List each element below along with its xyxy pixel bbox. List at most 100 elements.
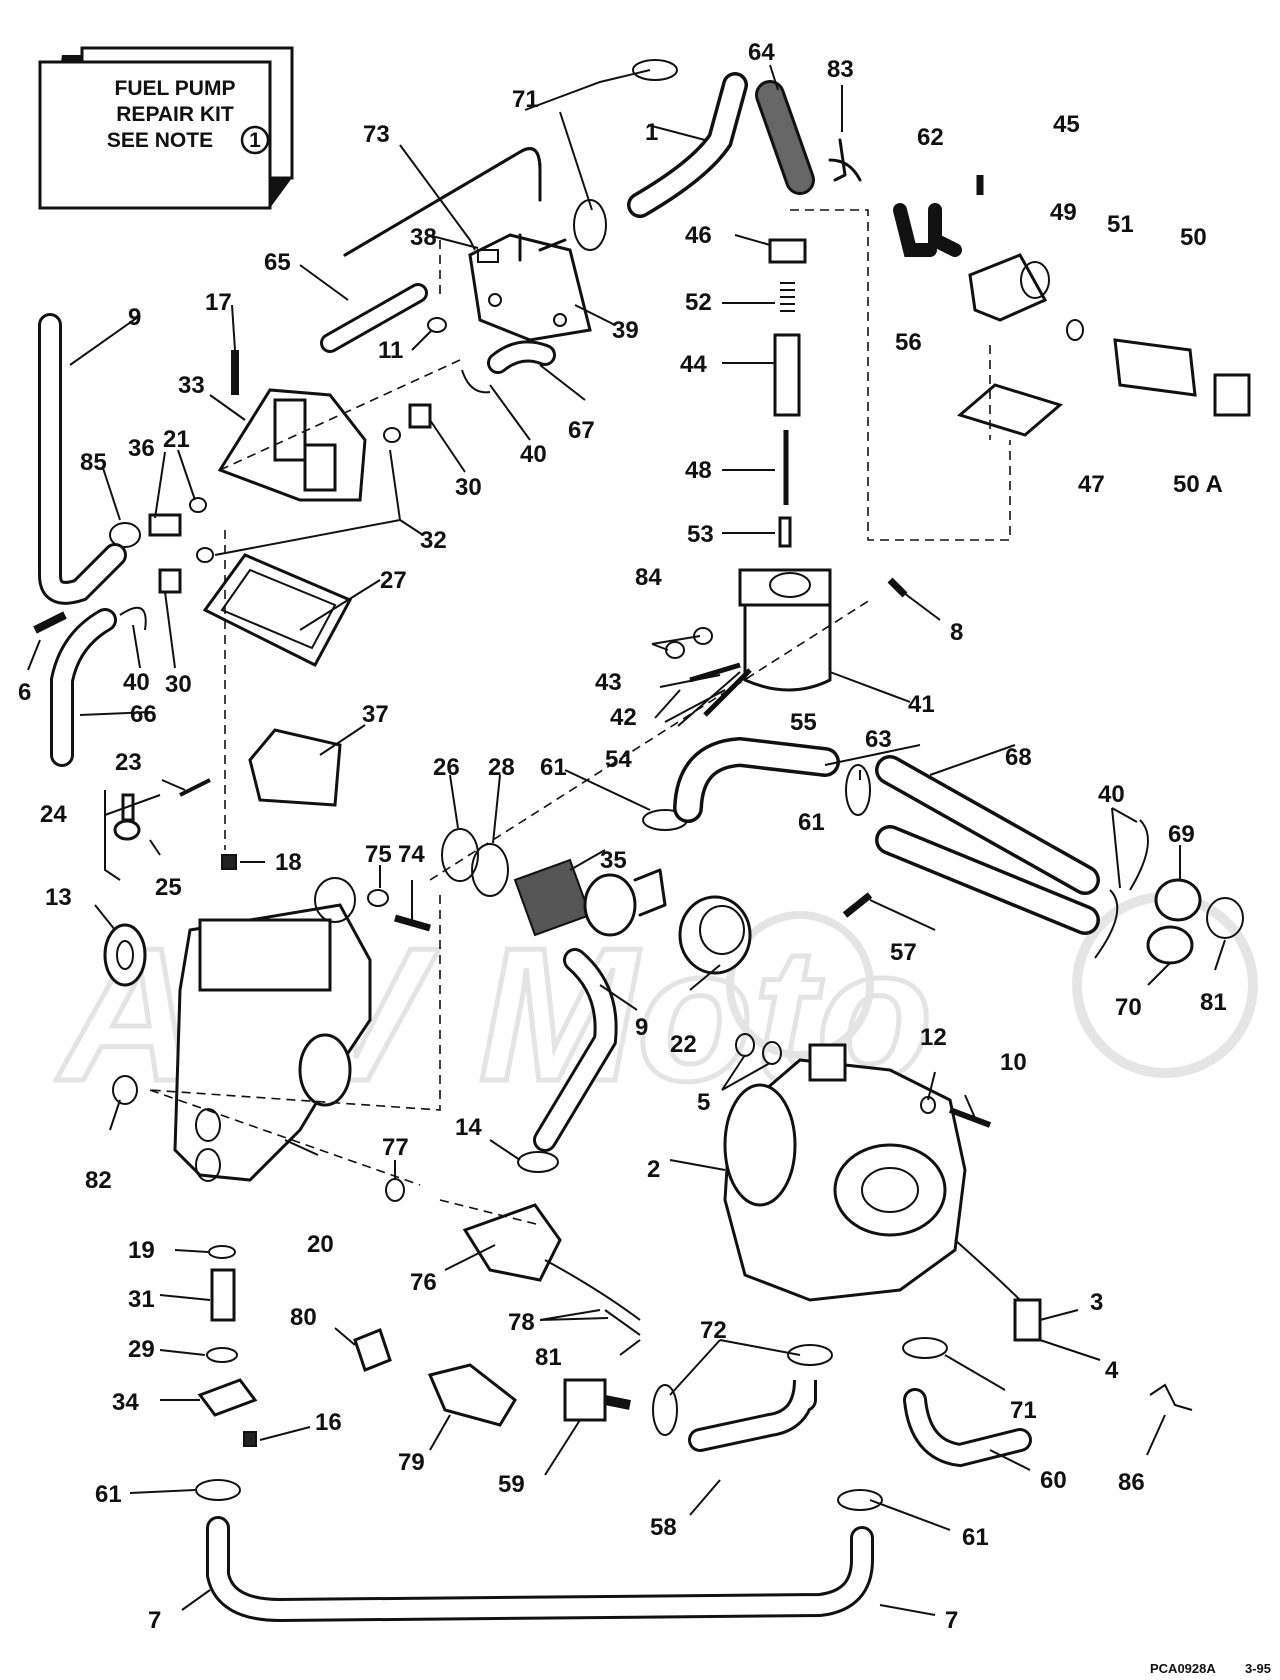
- callout-59: 59: [498, 1471, 525, 1498]
- callout-57: 57: [890, 939, 917, 966]
- callout-7-right: 7: [945, 1607, 958, 1634]
- callout-13: 13: [45, 884, 72, 911]
- callout-29: 29: [128, 1336, 155, 1363]
- callout-48: 48: [685, 457, 712, 484]
- callout-9-left: 9: [128, 304, 141, 331]
- parts-drawing: [33, 59, 1251, 1623]
- callout-51: 51: [1107, 211, 1134, 238]
- callout-9-center: 9: [635, 1014, 648, 1041]
- callout-10: 10: [1000, 1049, 1027, 1076]
- callout-14: 14: [455, 1114, 482, 1141]
- callout-66: 66: [130, 701, 157, 728]
- callout-63: 63: [865, 726, 892, 753]
- callout-7-left: 7: [148, 1607, 161, 1634]
- callout-39: 39: [612, 317, 639, 344]
- callout-18: 18: [275, 849, 302, 876]
- callout-70: 70: [1115, 994, 1142, 1021]
- callout-65: 65: [264, 249, 291, 276]
- drawing-code-text: PCA0928A: [1150, 1661, 1216, 1676]
- callout-79: 79: [398, 1449, 425, 1476]
- callout-76: 76: [410, 1269, 437, 1296]
- callout-83: 83: [827, 56, 854, 83]
- leader-lines: [27, 64, 1226, 1616]
- callout-47: 47: [1078, 471, 1105, 498]
- callout-34: 34: [112, 1389, 139, 1416]
- callout-77: 77: [382, 1134, 409, 1161]
- callout-45: 45: [1053, 111, 1080, 138]
- part-callouts: 1 2 3 4 5 6 7 7 8 9 9 10 11 12 13 14 16 …: [18, 39, 1227, 1634]
- callout-64: 64: [748, 39, 775, 66]
- callout-27: 27: [380, 567, 407, 594]
- callout-4: 4: [1105, 1357, 1119, 1384]
- callout-41: 41: [908, 691, 935, 718]
- callout-72: 72: [700, 1317, 727, 1344]
- callout-62: 62: [917, 124, 944, 151]
- callout-81-right: 81: [1200, 989, 1227, 1016]
- callout-17: 17: [205, 289, 232, 316]
- callout-49: 49: [1050, 199, 1077, 226]
- drawing-code: PCA0928A 3-95: [1150, 1661, 1271, 1676]
- callout-55: 55: [790, 709, 817, 736]
- callout-53: 53: [687, 521, 714, 548]
- callout-20: 20: [307, 1231, 334, 1258]
- callout-50A: 50 A: [1173, 471, 1223, 498]
- callout-52: 52: [685, 289, 712, 316]
- callout-2: 2: [647, 1156, 660, 1183]
- callout-60: 60: [1040, 1467, 1067, 1494]
- callout-71-top: 71: [512, 86, 539, 113]
- callout-8: 8: [950, 619, 963, 646]
- callout-40-right: 40: [1098, 781, 1125, 808]
- callout-61-bottom-left: 61: [95, 1481, 122, 1508]
- callout-73: 73: [363, 121, 390, 148]
- callout-21: 21: [163, 426, 190, 453]
- callout-40-left: 40: [123, 669, 150, 696]
- callout-82: 82: [85, 1167, 112, 1194]
- callout-16: 16: [315, 1409, 342, 1436]
- callout-30-lower: 30: [165, 671, 192, 698]
- callout-58: 58: [650, 1514, 677, 1541]
- callout-35: 35: [600, 847, 627, 874]
- callout-46: 46: [685, 222, 712, 249]
- callout-61-right: 61: [798, 809, 825, 836]
- callout-61-bottom-right: 61: [962, 1524, 989, 1551]
- callout-31: 31: [128, 1286, 155, 1313]
- note-number: 1: [249, 129, 261, 152]
- callout-5: 5: [697, 1089, 710, 1116]
- callout-32: 32: [420, 527, 447, 554]
- callout-61-center: 61: [540, 754, 567, 781]
- callout-74: 74: [398, 841, 425, 868]
- callout-71-bottom: 71: [1010, 1397, 1037, 1424]
- callout-43: 43: [595, 669, 622, 696]
- note-line-1: FUEL PUMP: [115, 77, 236, 100]
- note-line-2: REPAIR KIT: [116, 103, 234, 126]
- callout-12: 12: [920, 1024, 947, 1051]
- callout-36: 36: [128, 435, 155, 462]
- fuel-pump-repair-kit-note: FUEL PUMP REPAIR KIT SEE NOTE 1: [38, 46, 294, 210]
- note-line-3: SEE NOTE: [107, 129, 213, 152]
- callout-6: 6: [18, 679, 31, 706]
- callout-1: 1: [645, 119, 658, 146]
- callout-11: 11: [378, 337, 403, 364]
- callout-22: 22: [670, 1031, 697, 1058]
- callout-81-center: 81: [535, 1344, 562, 1371]
- callout-67: 67: [568, 417, 595, 444]
- callout-85: 85: [80, 449, 107, 476]
- callout-68: 68: [1005, 744, 1032, 771]
- callout-28: 28: [488, 754, 515, 781]
- callout-37: 37: [362, 701, 389, 728]
- callout-19: 19: [128, 1237, 155, 1264]
- callout-86: 86: [1118, 1469, 1145, 1496]
- callout-50: 50: [1180, 224, 1207, 251]
- callout-80: 80: [290, 1304, 317, 1331]
- callout-75: 75: [365, 841, 392, 868]
- callout-26: 26: [433, 754, 460, 781]
- callout-25: 25: [155, 874, 182, 901]
- callout-54: 54: [605, 746, 632, 773]
- callout-30-upper: 30: [455, 474, 482, 501]
- callout-3: 3: [1090, 1289, 1103, 1316]
- callout-40-upper: 40: [520, 441, 547, 468]
- drawing-date-text: 3-95: [1245, 1661, 1271, 1676]
- callout-38: 38: [410, 224, 437, 251]
- callout-69: 69: [1168, 821, 1195, 848]
